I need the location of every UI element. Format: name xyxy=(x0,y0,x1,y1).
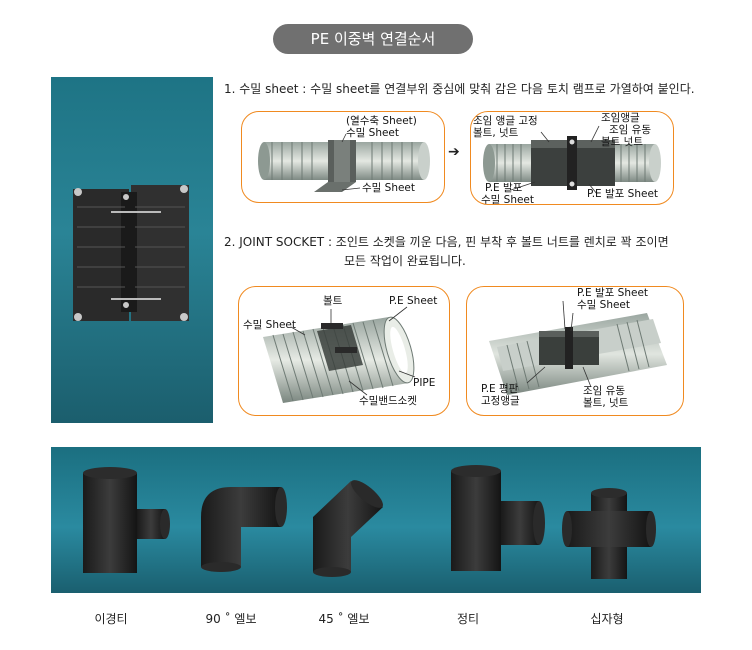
caption-elbow-90: 90 ˚ 엘보 xyxy=(205,612,257,626)
fittings-illustration xyxy=(83,465,656,579)
label-clamp-float: 조임 유동 xyxy=(609,124,651,136)
caption-elbow-45: 45 ˚ 엘보 xyxy=(318,612,370,626)
label-seal-sheet-2b: 수밀 Sheet xyxy=(577,299,631,311)
label-bolt-nut-a: 볼트, 넛트 xyxy=(473,127,519,139)
caption-equal-tee: 정티 xyxy=(456,612,480,626)
socket-cutaway-illustration xyxy=(489,300,667,395)
arrow-right-icon: ➔ xyxy=(448,144,460,160)
label-bolt-nut-2: 볼트, 넛트 xyxy=(583,397,629,409)
step2-panel-a: 볼트 P.E Sheet 수밀 Sheet PIPE 수밀밴드소켓 xyxy=(238,286,450,416)
label-pipe: PIPE xyxy=(413,377,436,389)
label-seal-sheet-2a: 수밀 Sheet xyxy=(243,319,297,331)
label-seal-sheet-top: 수밀 Sheet xyxy=(346,127,400,139)
label-angle-fix: 조임 앵글 고정 xyxy=(473,115,538,127)
pipe-with-angle-illustration xyxy=(483,125,661,195)
step2-instruction-line1: 2. JOINT SOCKET : 조인트 소켓을 끼운 다음, 핀 부착 후 … xyxy=(224,235,669,249)
cross-fitting-icon xyxy=(562,488,656,579)
step2-panel-b: P.E 발포 Sheet 수밀 Sheet P.E 평판 고정앵글 조임 유동 … xyxy=(466,286,684,416)
label-seal-band-socket: 수밀밴드소켓 xyxy=(359,395,417,407)
label-bolt: 볼트 xyxy=(323,295,343,307)
label-pe-plate: P.E 평판 xyxy=(481,383,519,395)
label-pe-foam-sheet: P.E 발포 Sheet xyxy=(587,188,659,200)
fittings-photo-strip xyxy=(51,447,701,593)
label-bolt-nut-b: 볼트 넛트 xyxy=(601,136,643,148)
label-clamp-float-2: 조임 유동 xyxy=(583,385,625,397)
step1-panel-b: 조임 앵글 고정 볼트, 넛트 조임앵글 조임 유동 볼트 넛트 P.E 발포 … xyxy=(470,111,674,205)
elbow-90-icon xyxy=(201,487,287,572)
reducing-tee-icon xyxy=(83,467,170,573)
step1-panel-a: (열수축 Sheet) 수밀 Sheet 수밀 Sheet xyxy=(241,111,445,203)
label-heat-shrink: (열수축 Sheet) xyxy=(346,115,417,127)
label-pe-sheet: P.E Sheet xyxy=(389,295,438,307)
label-fix-angle: 고정앵글 xyxy=(481,395,520,407)
label-pe-foam-sheet-2: P.E 발포 Sheet xyxy=(577,287,649,299)
pipe-with-sheet-illustration xyxy=(258,133,430,192)
elbow-45-icon xyxy=(313,480,383,577)
label-pe-foam: P.E 발포 xyxy=(485,182,523,194)
equal-tee-icon xyxy=(451,465,545,571)
caption-reducing-tee: 이경티 xyxy=(94,612,128,626)
caption-cross: 십자형 xyxy=(590,612,624,626)
coupling-photo xyxy=(51,77,213,423)
step1-instruction: 1. 수밀 sheet : 수밀 sheet를 연결부위 중심에 맞춰 감은 다… xyxy=(224,82,695,96)
label-seal-sheet-b: 수밀 Sheet xyxy=(481,194,535,205)
step2-instruction-line2: 모든 작업이 완료됩니다. xyxy=(344,254,466,268)
page-title: PE 이중벽 연결순서 xyxy=(273,24,473,54)
coupling-illustration xyxy=(73,185,189,321)
joint-socket-illustration xyxy=(263,306,416,403)
label-clamp-angle: 조임앵글 xyxy=(601,112,640,124)
label-seal-sheet-bottom: 수밀 Sheet xyxy=(362,182,416,194)
